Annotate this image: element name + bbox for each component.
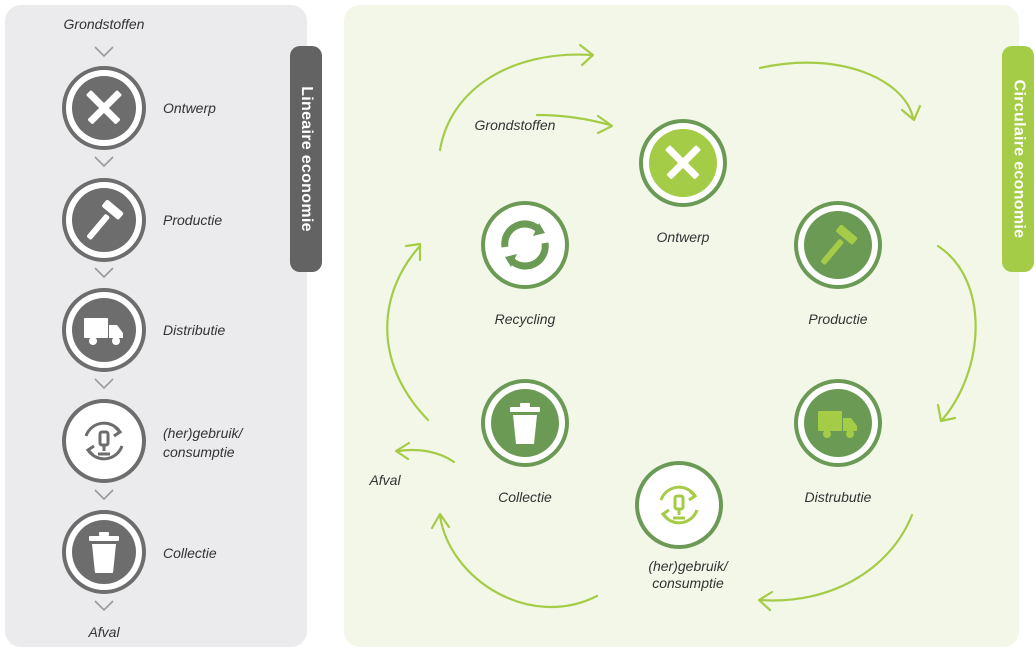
flow-arrow (438, 53, 594, 152)
linear-step-ontwerp (62, 66, 146, 150)
circular-output-label: Afval (369, 472, 401, 488)
chevron-down-icon (94, 267, 114, 279)
arrowhead-icon (596, 114, 614, 135)
circular-step-label-ontwerp: Ontwerp (656, 229, 710, 245)
linear-step-label-consumptie: consumptie (163, 444, 235, 460)
circular-step-distributie (794, 379, 882, 467)
circular-step-ontwerp (639, 119, 727, 207)
linear-step-label-productie: Productie (163, 212, 223, 228)
linear-economy-panel (5, 5, 307, 647)
circular-economy-flow (386, 43, 977, 612)
hergebruik-circle (62, 399, 146, 483)
linear-step-collectie (62, 510, 146, 594)
circular-input-label: Grondstoffen (474, 117, 556, 133)
hergebruik-circle (635, 461, 723, 549)
linear-step-distributie (62, 288, 146, 372)
circular-economy-tab: Circulaire economie (1002, 46, 1034, 272)
recycling-circle (481, 201, 569, 289)
arrowhead-icon (936, 403, 957, 423)
circular-arrows (386, 43, 977, 612)
circular-step-label-consumptie: consumptie (652, 575, 724, 591)
flow-arrow (758, 513, 914, 602)
flow-arrow (758, 61, 915, 120)
arrowhead-icon (578, 43, 595, 67)
circular-step-label-hergebruik: (her)gebruik/ (648, 558, 728, 574)
circular-step-collectie (481, 379, 569, 467)
circular-step-recycling (481, 201, 569, 289)
circular-step-label-distributie: Distrubutie (804, 489, 872, 505)
circular-step-productie (794, 201, 882, 289)
linear-economy-flow (62, 46, 146, 612)
chevron-down-icon (94, 156, 114, 168)
linear-chevrons (94, 46, 114, 612)
chevron-down-icon (94, 600, 114, 612)
flow-arrow (386, 244, 430, 422)
linear-step-label-hergebruik: (her)gebruik/ (163, 425, 243, 441)
chevron-down-icon (94, 378, 114, 390)
flow-arrow (438, 514, 599, 608)
linear-step-hergebruik (62, 399, 146, 483)
flow-arrow (936, 244, 977, 422)
circular-step-hergebruik (635, 461, 723, 549)
linear-step-productie (62, 178, 146, 262)
arrowhead-icon (404, 242, 422, 262)
linear-step-label-distributie: Distributie (163, 322, 226, 338)
circular-step-label-productie: Productie (808, 311, 868, 327)
linear-step-label-ontwerp: Ontwerp (163, 100, 216, 116)
flow-arrow (535, 113, 612, 127)
flow-arrow (396, 448, 456, 464)
arrowhead-icon (430, 512, 451, 530)
linear-economy-tab: Lineaire economie (290, 46, 322, 272)
chevron-down-icon (94, 46, 114, 58)
linear-start-label: Grondstoffen (63, 16, 145, 32)
linear-end-label: Afval (88, 624, 120, 640)
linear-step-label-collectie: Collectie (163, 545, 217, 561)
arrowhead-icon (757, 590, 774, 612)
circular-step-label-collectie: Collectie (498, 489, 552, 505)
circular-step-label-recycling: Recycling (494, 311, 556, 327)
arrowhead-icon (900, 104, 922, 122)
arrowhead-icon (394, 441, 411, 461)
chevron-down-icon (94, 489, 114, 501)
